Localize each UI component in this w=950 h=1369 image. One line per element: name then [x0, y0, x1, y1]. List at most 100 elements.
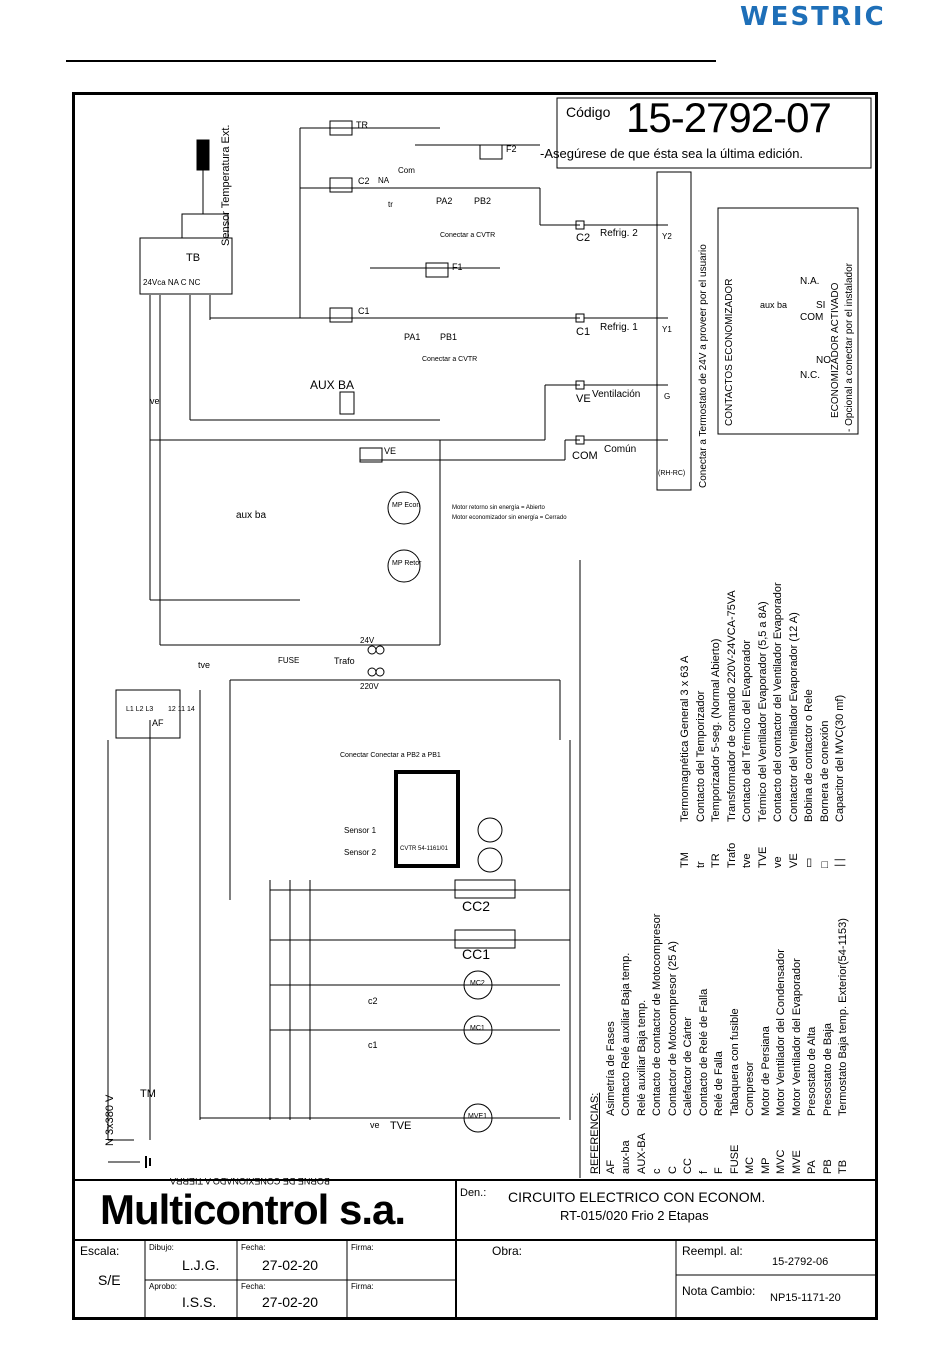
conectar-cvtr-1: Conectar a CVTR	[422, 356, 478, 363]
terminal-id-g: G	[664, 392, 671, 401]
c1-contact: c1	[368, 1040, 378, 1050]
edition-note: -Asegúrese de que ésta sea la última edi…	[540, 146, 804, 161]
conectar-pb-label: Conectar Conectar a PB2 a PB1	[340, 752, 441, 759]
drawing-frame	[72, 92, 878, 1320]
ve-coil	[359, 447, 383, 463]
sensor2-label: Sensor 2	[344, 848, 377, 857]
terminal-name-ventilacion: Ventilación	[592, 389, 641, 400]
mve1-label: MVE1	[468, 1113, 488, 1120]
terminal-name-refrig1: Refrig. 1	[600, 322, 638, 333]
den-label: Den.:	[460, 1187, 487, 1199]
thermostat-strip	[656, 171, 692, 491]
brand-logo: WESTRIC	[740, 2, 886, 32]
mp-retor-motor	[387, 549, 421, 583]
f1-coil-label: F1	[452, 262, 463, 272]
header-rule	[66, 60, 716, 62]
terminal-symbol-icon: □	[818, 861, 831, 868]
ve-contact-label: ve	[150, 396, 160, 406]
code-number: 15-2792-07	[626, 94, 832, 141]
cc2-label: CC2	[462, 898, 491, 914]
aprobo-value: I.S.S.	[182, 1294, 217, 1310]
af-box	[115, 689, 181, 739]
c2-coil	[329, 177, 353, 193]
reempl-label: Reempl. al:	[682, 1244, 743, 1258]
capacitor-symbol-icon: ∣∣	[834, 857, 846, 868]
c2-contact: c2	[368, 996, 378, 1006]
econ-box	[717, 207, 859, 435]
cc1-heater	[454, 929, 516, 949]
dibujo-label: Dibujo:	[149, 1243, 174, 1252]
aprobo-label: Aprobo:	[149, 1282, 178, 1291]
tm-label: TM	[140, 1088, 156, 1100]
com-label: Com	[398, 166, 415, 175]
c2-coil-label: C2	[358, 176, 370, 186]
trafo-24v: 24V	[360, 636, 375, 645]
mc2-motor	[463, 970, 493, 1000]
aux-ba-label: AUX BA	[310, 378, 355, 392]
econ-nc: N.C.	[800, 370, 820, 381]
terminal-ve: VE	[576, 393, 591, 405]
coil-symbol-icon: ▭	[803, 857, 815, 868]
nota-label: Nota Cambio:	[682, 1284, 756, 1298]
af-label: AF	[152, 718, 164, 728]
mc1-label: MC1	[470, 1025, 485, 1032]
trafo-220v: 220V	[360, 682, 379, 691]
fecha-label-2: Fecha:	[241, 1282, 266, 1291]
pa1-label: PA1	[404, 332, 421, 342]
mvc1-motor	[477, 817, 503, 843]
trafo-label: Trafo	[334, 656, 355, 666]
mc1-motor	[463, 1015, 493, 1045]
references-list-left: REFERENCIAS: AFAsimetría de Fases aux-ba…	[589, 913, 849, 1174]
code-box	[556, 97, 872, 169]
code-label: Código	[566, 104, 611, 120]
tr-coil	[329, 120, 353, 136]
obra-label: Obra:	[492, 1244, 523, 1258]
pa2-label: PA2	[436, 196, 453, 206]
fuse-label: FUSE	[278, 656, 300, 665]
econ-aux: aux ba	[760, 300, 788, 310]
c1-coil-label: C1	[358, 306, 370, 316]
escala-value: S/E	[98, 1272, 121, 1288]
fecha-aprobo: 27-02-20	[262, 1294, 319, 1310]
fecha-label-1: Fecha:	[241, 1243, 266, 1252]
mp-econ-motor	[387, 491, 421, 525]
mc2-label: MC2	[470, 980, 485, 987]
escala-label: Escala:	[80, 1244, 120, 1258]
dibujo-value: L.J.G.	[182, 1257, 220, 1273]
pb2-label: PB2	[474, 196, 492, 206]
conectar-cvtr-2: Conectar a CVTR	[440, 232, 496, 239]
motor-note-1: Motor retorno sin energía = Abierto	[452, 505, 545, 511]
terminal-c2: C2	[576, 232, 591, 244]
cc1-label: CC1	[462, 946, 491, 962]
c1-coil	[329, 307, 353, 323]
terminal-name-refrig2: Refrig. 2	[600, 228, 638, 239]
references-list-right: TMTermomagnética General 3 x 63 A trCont…	[678, 582, 849, 868]
sensor-terminals	[181, 213, 229, 239]
firma-label-1: Firma:	[351, 1243, 374, 1252]
cc2-heater	[454, 879, 516, 899]
ground-label: BORNE DE CONEXIONADO A TIERRA	[170, 1176, 330, 1186]
cvtr-module	[394, 770, 460, 868]
tr-coil-label: TR	[356, 120, 368, 130]
mp-econ-label: MP Econ	[392, 502, 421, 509]
tb-label: TB	[186, 252, 201, 264]
drawing-subtitle: RT-015/020 Frio 2 Etapas	[560, 1208, 709, 1223]
fecha-dibujo: 27-02-20	[262, 1257, 319, 1273]
mve1-motor	[463, 1103, 493, 1133]
company-name: Multicontrol s.a.	[100, 1186, 406, 1233]
mvc2-motor	[477, 847, 503, 873]
ve-power-contact: ve	[370, 1120, 380, 1130]
tb-terminals: 24Vca NA C NC	[143, 278, 201, 287]
aux-ba-coil	[339, 391, 355, 415]
af-terminals: L1 L2 L3	[126, 706, 154, 713]
reempl-value: 15-2792-06	[772, 1256, 829, 1268]
tve-contact-label: tve	[198, 660, 211, 670]
ve-coil-label: VE	[384, 446, 397, 456]
motor-note-2: Motor economizador sin energía = Cerrado	[452, 515, 567, 521]
mp-retor-label: MP Retor	[392, 560, 422, 567]
terminal-name-comun: Común	[604, 444, 637, 455]
tve-label: TVE	[390, 1120, 412, 1132]
nota-value: NP15-1171-20	[770, 1292, 841, 1304]
drawing-title: CIRCUITO ELECTRICO CON ECONOM.	[508, 1189, 766, 1205]
